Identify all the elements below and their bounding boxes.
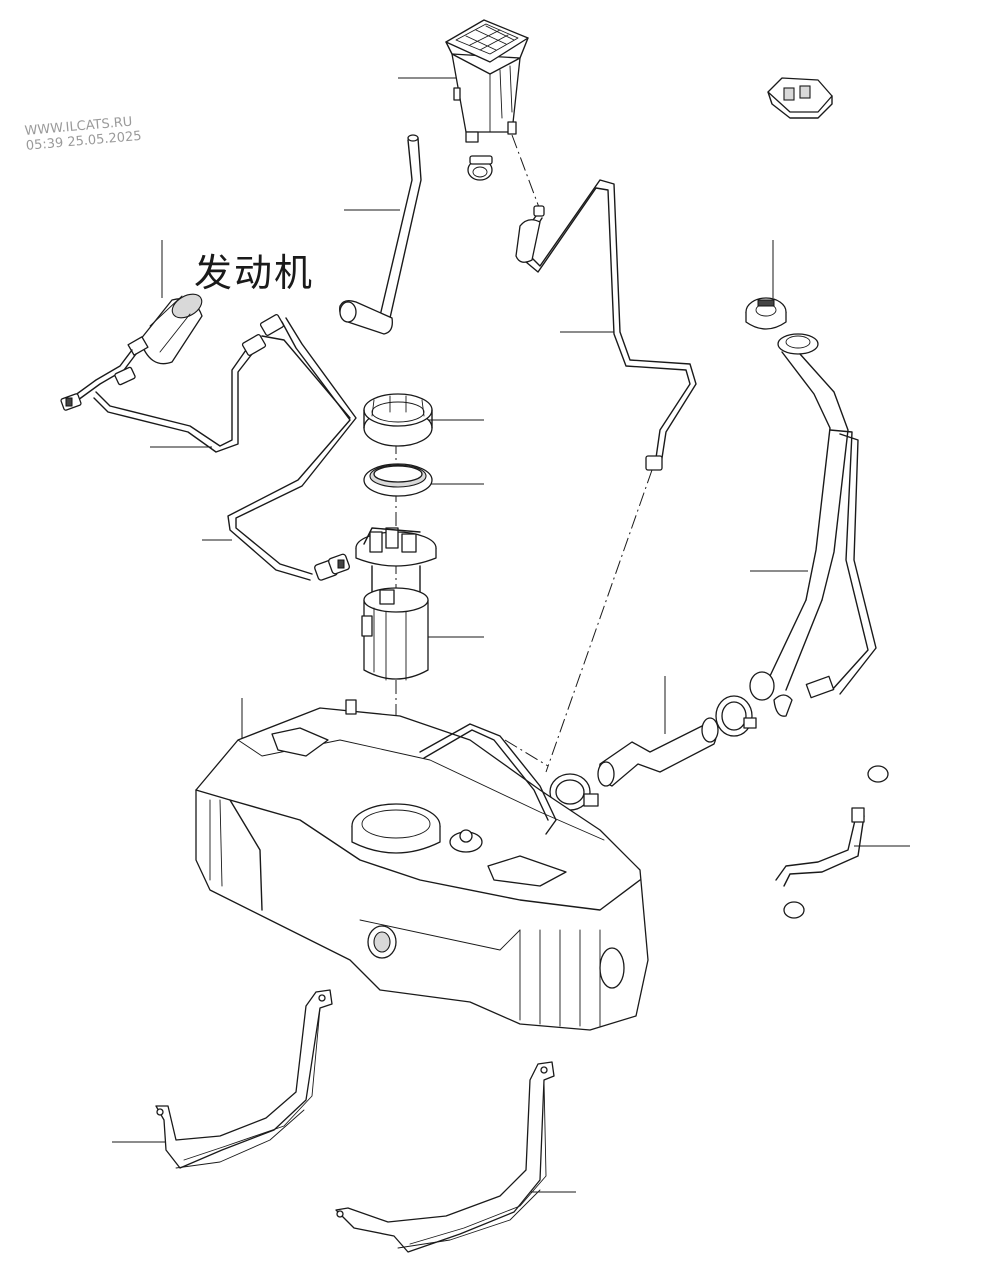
fuel-tank[interactable] <box>195 699 649 1031</box>
fuel-return-line[interactable] <box>227 317 357 581</box>
engine-label: 发动机 <box>194 251 315 295</box>
carbon-canister[interactable] <box>445 19 529 143</box>
filler-cap[interactable] <box>745 297 787 330</box>
filler-neck-clip[interactable] <box>767 77 833 119</box>
pump-seal-ring[interactable] <box>363 463 433 497</box>
filler-neck[interactable] <box>749 333 877 717</box>
vapor-line[interactable] <box>515 179 697 471</box>
fuel-pump-module[interactable] <box>355 527 437 681</box>
canister-hose-clamp[interactable] <box>467 155 493 181</box>
tank-strap-left[interactable] <box>155 989 333 1169</box>
vent-hose[interactable] <box>775 765 889 919</box>
filler-hose[interactable] <box>597 717 719 787</box>
fuel-filter[interactable] <box>60 289 205 411</box>
fuel-feed-line[interactable] <box>93 314 351 453</box>
hose-clamp-upper[interactable] <box>715 695 757 737</box>
pump-lock-ring[interactable] <box>363 393 433 447</box>
leader-lines <box>112 77 910 1193</box>
tank-strap-right[interactable] <box>335 1061 555 1253</box>
filler-vent-pipe[interactable] <box>339 134 422 335</box>
